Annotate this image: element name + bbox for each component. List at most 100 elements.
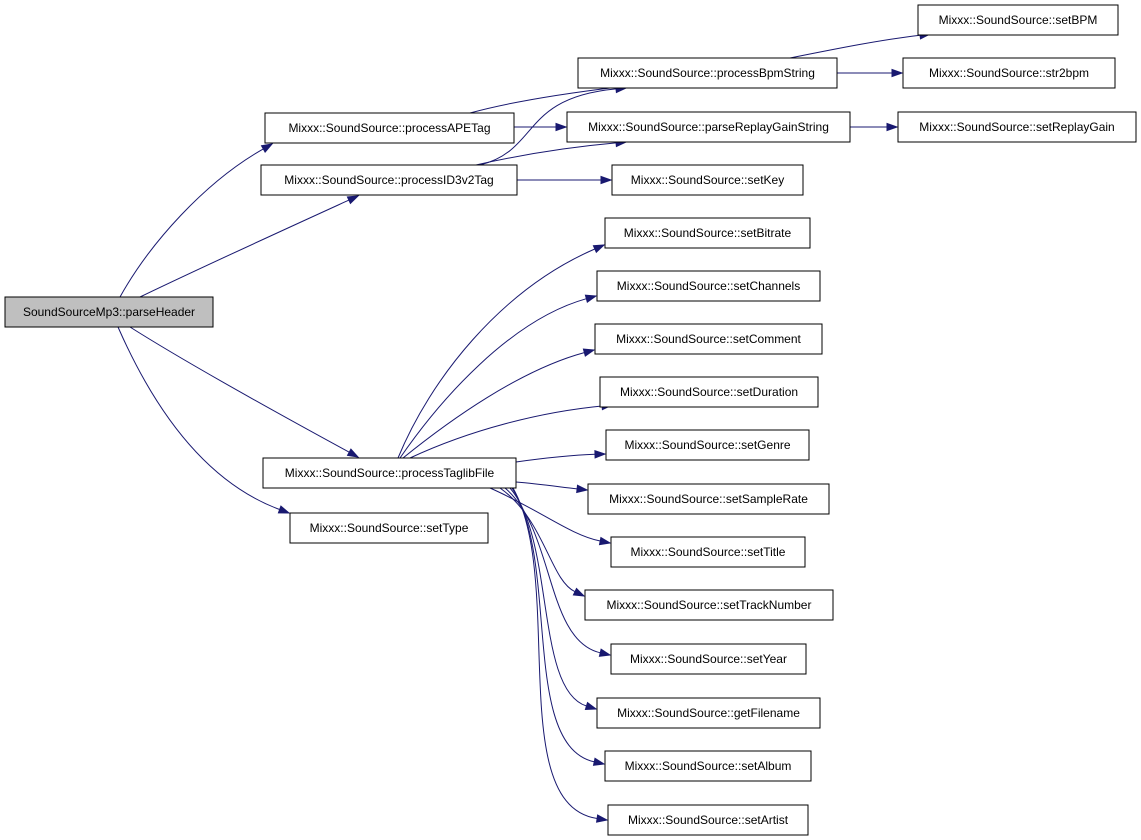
arrowhead-icon (592, 757, 606, 766)
node-set-duration[interactable]: Mixxx::SoundSource::setDuration (599, 376, 819, 408)
node-process-taglib-file[interactable]: Mixxx::SoundSource::processTaglibFile (262, 457, 517, 489)
arrowhead-icon (596, 814, 609, 823)
arrowhead-icon (582, 348, 596, 357)
edge-parse-header-to-set-type (117, 326, 280, 510)
node-label: Mixxx::SoundSource::str2bpm (929, 66, 1089, 80)
edge-process-taglib-file-to-set-artist (512, 487, 598, 819)
edge-process-taglib-file-to-set-year (504, 487, 601, 654)
node-get-filename[interactable]: Mixxx::SoundSource::getFilename (596, 697, 821, 729)
edge-process-bpm-string-to-set-bpm (789, 34, 921, 59)
node-box (260, 164, 518, 196)
node-label: Mixxx::SoundSource::processTaglibFile (285, 466, 495, 480)
edge-process-taglib-file-to-set-bitrate (397, 248, 595, 459)
node-label: Mixxx::SoundSource::setYear (630, 652, 787, 666)
node-label: SoundSourceMp3::parseHeader (23, 305, 195, 319)
node-parse-header[interactable]: SoundSourceMp3::parseHeader (4, 296, 214, 328)
arrowhead-icon (260, 143, 274, 153)
node-box (917, 4, 1119, 36)
edge-process-taglib-file-to-set-comment (402, 352, 585, 459)
node-box (604, 217, 811, 249)
node-set-track-number[interactable]: Mixxx::SoundSource::setTrackNumber (584, 589, 834, 621)
arrowhead-icon (346, 448, 360, 458)
node-label: Mixxx::SoundSource::setSampleRate (609, 492, 808, 506)
node-label: Mixxx::SoundSource::processID3v2Tag (284, 173, 493, 187)
node-set-year[interactable]: Mixxx::SoundSource::setYear (610, 643, 807, 675)
node-set-artist[interactable]: Mixxx::SoundSource::setArtist (607, 804, 809, 836)
edge-process-taglib-file-to-set-duration (409, 405, 603, 459)
node-box (4, 296, 214, 328)
node-box (607, 804, 809, 836)
node-box (264, 112, 515, 144)
node-set-sample-rate[interactable]: Mixxx::SoundSource::setSampleRate (587, 483, 830, 515)
arrowhead-icon (576, 484, 589, 494)
node-box (587, 483, 830, 515)
arrowhead-icon (598, 536, 612, 546)
node-process-bpm-string[interactable]: Mixxx::SoundSource::processBpmString (577, 57, 838, 89)
edge-process-taglib-file-to-set-album (511, 487, 595, 763)
arrowhead-icon (584, 701, 598, 711)
node-set-title[interactable]: Mixxx::SoundSource::setTitle (610, 536, 806, 568)
arrowhead-icon (886, 122, 899, 132)
node-label: Mixxx::SoundSource::processAPETag (288, 121, 490, 135)
edge-process-taglib-file-to-set-track-number (499, 487, 576, 593)
node-box (604, 750, 812, 782)
node-set-key[interactable]: Mixxx::SoundSource::setKey (611, 164, 804, 196)
node-label: Mixxx::SoundSource::setGenre (624, 438, 790, 452)
node-label: Mixxx::SoundSource::parseReplayGainStrin… (588, 120, 829, 134)
edge-process-taglib-file-to-set-channels (399, 298, 587, 459)
node-label: Mixxx::SoundSource::setChannels (617, 279, 800, 293)
nodes-layer: SoundSourceMp3::parseHeaderMixxx::SoundS… (4, 4, 1137, 836)
node-set-channels[interactable]: Mixxx::SoundSource::setChannels (596, 270, 821, 302)
arrowhead-icon (584, 294, 598, 304)
node-box (596, 270, 821, 302)
node-process-id3v2-tag[interactable]: Mixxx::SoundSource::processID3v2Tag (260, 164, 518, 196)
node-box (610, 536, 806, 568)
arrowhead-icon (592, 244, 606, 254)
edge-process-taglib-file-to-set-genre (515, 453, 596, 463)
node-label: Mixxx::SoundSource::setType (310, 521, 469, 535)
node-parse-replay-gain-string[interactable]: Mixxx::SoundSource::parseReplayGainStrin… (566, 111, 851, 143)
node-box (599, 376, 819, 408)
node-set-replay-gain[interactable]: Mixxx::SoundSource::setReplayGain (897, 111, 1137, 143)
arrowhead-icon (600, 175, 613, 185)
node-set-comment[interactable]: Mixxx::SoundSource::setComment (594, 323, 823, 355)
arrowhead-icon (572, 587, 586, 597)
edge-parse-header-to-process-id3v2-tag (139, 199, 350, 298)
node-box (611, 164, 804, 196)
arrowhead-icon (891, 68, 904, 78)
node-box (289, 512, 489, 544)
node-box (902, 57, 1116, 89)
node-str2bpm[interactable]: Mixxx::SoundSource::str2bpm (902, 57, 1116, 89)
edges-layer (117, 30, 932, 823)
edge-process-taglib-file-to-set-sample-rate (515, 481, 578, 490)
edge-process-id3v2-tag-to-process-bpm-string (479, 88, 617, 166)
node-set-album[interactable]: Mixxx::SoundSource::setAlbum (604, 750, 812, 782)
node-set-type[interactable]: Mixxx::SoundSource::setType (289, 512, 489, 544)
node-label: Mixxx::SoundSource::setKey (631, 173, 784, 187)
node-box (596, 697, 821, 729)
node-box (584, 589, 834, 621)
node-label: Mixxx::SoundSource::setBitrate (624, 226, 792, 240)
node-label: Mixxx::SoundSource::setTrackNumber (607, 598, 812, 612)
node-label: Mixxx::SoundSource::setBPM (939, 13, 1098, 27)
node-box (594, 323, 823, 355)
edge-parse-header-to-process-taglib-file (129, 326, 350, 453)
node-box (610, 643, 807, 675)
node-label: Mixxx::SoundSource::setAlbum (625, 759, 792, 773)
edge-process-apetag-to-process-bpm-string (469, 86, 617, 114)
arrowhead-icon (598, 648, 612, 657)
node-box (262, 457, 517, 489)
edge-parse-header-to-process-apetag (119, 148, 264, 298)
node-set-genre[interactable]: Mixxx::SoundSource::setGenre (605, 429, 810, 461)
node-label: Mixxx::SoundSource::getFilename (617, 706, 800, 720)
node-set-bpm[interactable]: Mixxx::SoundSource::setBPM (917, 4, 1119, 36)
node-box (605, 429, 810, 461)
node-process-apetag[interactable]: Mixxx::SoundSource::processAPETag (264, 112, 515, 144)
node-label: Mixxx::SoundSource::setTitle (631, 545, 786, 559)
node-set-bitrate[interactable]: Mixxx::SoundSource::setBitrate (604, 217, 811, 249)
arrowhead-icon (277, 505, 291, 514)
edge-process-taglib-file-to-get-filename (509, 487, 587, 707)
arrowhead-icon (594, 450, 607, 459)
node-label: Mixxx::SoundSource::setReplayGain (919, 120, 1114, 134)
